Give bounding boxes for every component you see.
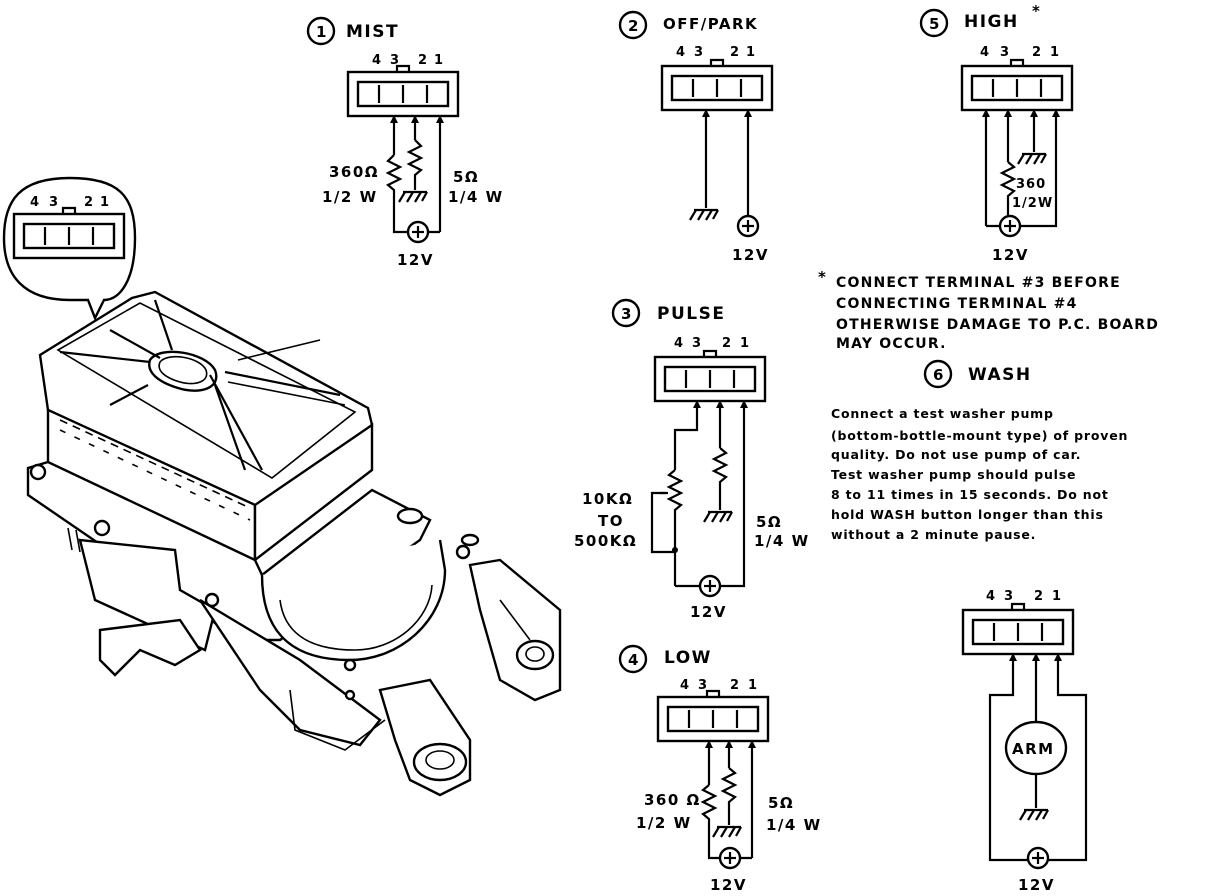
pulse-r2-watt: 1/4 W xyxy=(754,532,810,550)
mist-r1-value: 360Ω xyxy=(329,163,379,181)
mode-wash-instructions: 6 WASH Connect a test washer pump (botto… xyxy=(831,359,1128,542)
pulse-var-to: TO xyxy=(598,512,624,530)
pulse-pin-3: 3 xyxy=(692,336,702,351)
note-line-2: CONNECTING TERMINAL #4 xyxy=(836,296,1078,312)
low-pin-4: 4 xyxy=(680,678,690,693)
high-title: HIGH xyxy=(964,12,1019,32)
wash-text-2: (bottom-bottle-mount type) of proven xyxy=(831,428,1128,443)
mist-pin-1: 1 xyxy=(434,53,444,68)
mist-r2-value: 5Ω xyxy=(453,168,479,186)
low-pin-2: 2 xyxy=(730,678,740,693)
high-asterisk: * xyxy=(1032,2,1041,20)
high-pin-2: 2 xyxy=(1032,45,1042,60)
callout-pin-4: 4 xyxy=(30,195,40,210)
low-supply: 12V xyxy=(710,876,747,894)
wiper-motor-illustration: 4 3 2 1 xyxy=(2,176,562,797)
wash-pin-4: 4 xyxy=(986,589,996,604)
note-line-3: OTHERWISE DAMAGE TO P.C. BOARD xyxy=(836,317,1159,333)
pulse-number: 3 xyxy=(621,305,633,323)
high-number: 5 xyxy=(929,15,941,33)
pulse-connector xyxy=(653,349,767,403)
mist-number: 1 xyxy=(316,23,328,41)
callout-connector xyxy=(12,206,126,260)
callout-pin-1: 1 xyxy=(100,195,110,210)
off-park-pin-4: 4 xyxy=(676,45,686,60)
mist-r2-watt: 1/4 W xyxy=(448,188,504,206)
high-supply: 12V xyxy=(992,246,1029,264)
pulse-supply: 12V xyxy=(690,603,727,621)
wash-text-1: Connect a test washer pump xyxy=(831,406,1054,421)
low-r2-value: 5Ω xyxy=(768,794,794,812)
off-park-connector xyxy=(660,58,774,112)
pulse-pin-2: 2 xyxy=(722,336,732,351)
callout-pin-3: 3 xyxy=(49,195,59,210)
high-pin-3: 3 xyxy=(1000,45,1010,60)
wash-text-7: without a 2 minute pause. xyxy=(831,527,1036,542)
wash-text-3: quality. Do not use pump of car. xyxy=(831,447,1081,462)
mode-high-diagram: 5 HIGH * 4 3 2 1 360 1/2W 12V xyxy=(919,2,1074,264)
mist-supply: 12V xyxy=(397,251,434,269)
note-line-1: CONNECT TERMINAL #3 BEFORE xyxy=(836,275,1121,291)
mist-title: MIST xyxy=(346,22,399,42)
off-park-number: 2 xyxy=(628,17,640,35)
low-r2-watt: 1/4 W xyxy=(766,816,822,834)
wash-supply: 12V xyxy=(1018,876,1055,894)
pulse-var-min: 10KΩ xyxy=(582,490,633,508)
pulse-pin-1: 1 xyxy=(740,336,750,351)
wash-number: 6 xyxy=(933,366,945,384)
high-pin-4: 4 xyxy=(980,45,990,60)
low-pin-3: 3 xyxy=(698,678,708,693)
off-park-pin-1: 1 xyxy=(746,45,756,60)
wash-pin-2: 2 xyxy=(1034,589,1044,604)
high-r-value: 360 xyxy=(1016,177,1046,192)
low-title: LOW xyxy=(664,648,712,668)
mode-mist-diagram: 1 MIST 4 3 2 1 360Ω 1/2 W 5Ω 1/4 W 12V xyxy=(306,16,504,269)
mist-pin-4: 4 xyxy=(372,53,382,68)
low-connector xyxy=(656,689,770,743)
mode-low-diagram: 4 LOW 4 3 2 1 360 Ω 1/2 W 5Ω 1/4 W 12V xyxy=(618,644,822,894)
high-connector xyxy=(960,58,1074,112)
wash-text-5: 8 to 11 times in 15 seconds. Do not xyxy=(831,487,1109,502)
mode-off-park-diagram: 2 OFF/PARK 4 3 2 1 12V xyxy=(618,10,774,264)
wash-pin-1: 1 xyxy=(1052,589,1062,604)
low-number: 4 xyxy=(628,651,640,669)
mist-r1-watt: 1/2 W xyxy=(322,188,378,206)
high-pin-1: 1 xyxy=(1050,45,1060,60)
low-pin-1: 1 xyxy=(748,678,758,693)
note-asterisk: * xyxy=(818,268,827,286)
off-park-pin-3: 3 xyxy=(694,45,704,60)
wash-text-4: Test washer pump should pulse xyxy=(831,467,1076,482)
wash-text-6: hold WASH button longer than this xyxy=(831,507,1104,522)
note-line-4: MAY OCCUR. xyxy=(836,336,947,352)
pulse-pin-4: 4 xyxy=(674,336,684,351)
pulse-var-max: 500KΩ xyxy=(574,532,637,550)
mode-pulse-diagram: 3 PULSE 4 3 2 1 10KΩ TO 500KΩ 5Ω 1/4 W 1… xyxy=(574,298,810,621)
mode-wash-diagram: 4 3 2 1 ARM 12V xyxy=(961,589,1088,894)
mist-pin-3: 3 xyxy=(390,53,400,68)
mist-connector xyxy=(346,64,460,118)
low-r1-value: 360 Ω xyxy=(644,791,701,809)
pulse-r2-value: 5Ω xyxy=(756,513,782,531)
off-park-title: OFF/PARK xyxy=(663,15,758,33)
low-r1-watt: 1/2 W xyxy=(636,814,692,832)
wash-title: WASH xyxy=(968,365,1032,385)
mist-pin-2: 2 xyxy=(418,53,428,68)
high-r-watt: 1/2W xyxy=(1012,196,1053,211)
high-warning-note: * CONNECT TERMINAL #3 BEFORE CONNECTING … xyxy=(818,268,1159,352)
pulse-title: PULSE xyxy=(657,304,725,324)
off-park-pin-2: 2 xyxy=(730,45,740,60)
wash-connector xyxy=(961,602,1075,656)
callout-pin-2: 2 xyxy=(84,195,94,210)
wash-motor-label: ARM xyxy=(1012,740,1055,758)
wash-pin-3: 3 xyxy=(1004,589,1014,604)
off-park-supply: 12V xyxy=(732,246,769,264)
